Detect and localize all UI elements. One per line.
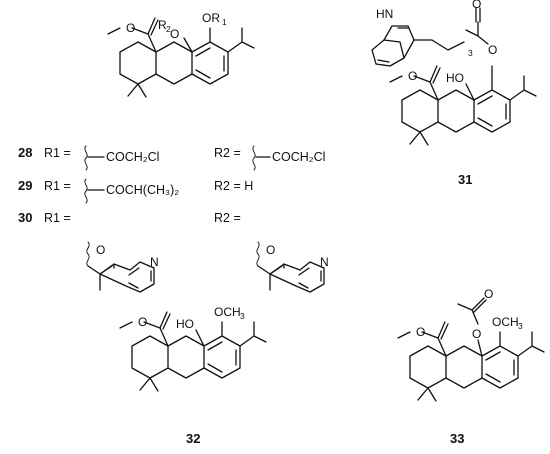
r2-oxygen-label: O — [170, 27, 179, 41]
compound-33-structure: O O OCH 3 O 33 — [397, 287, 545, 446]
methoxy-sub-33: 3 — [518, 321, 523, 331]
r2-label-29: R2 = H — [214, 179, 253, 193]
methoxy-sub-32: 3 — [240, 311, 245, 321]
r2-label-28: R2 = — [214, 146, 241, 160]
ester-carbonyl-oxygen-31: O — [472, 0, 481, 11]
compound-number-32: 32 — [186, 431, 200, 446]
ester-oxygen-31: O — [488, 43, 497, 57]
compound-29-row: 29 R1 = COCH(CH₃)₂ R2 = H — [18, 178, 253, 204]
compound-number-30: 30 — [18, 210, 32, 225]
compound-number-29: 29 — [18, 178, 32, 193]
ester-oxygen-33: O — [416, 325, 425, 339]
r1-label-29: R1 = — [44, 179, 71, 193]
methyl-ester-oxygen-31: O — [408, 69, 417, 83]
methoxy-label-33: OCH — [492, 315, 519, 329]
nicotinoyl-group-r1: O N — [86, 241, 159, 293]
compound-number-33: 33 — [450, 431, 464, 446]
r1-group-29: COCH(CH₃)₂ — [106, 183, 179, 197]
nicotinoyl-group-r2: O N — [256, 241, 329, 293]
r1-label-28: R1 = — [44, 146, 71, 160]
compound-number-28: 28 — [18, 145, 32, 160]
r2-sub: 2 — [166, 24, 171, 34]
r2-group-28: COCH₂Cl — [272, 150, 325, 164]
methoxy-label-32: OCH — [214, 305, 241, 319]
acetate-carbonyl-oxygen-33: O — [484, 287, 493, 301]
compound-32-structure: HO OCH 3 O 32 — [119, 305, 267, 446]
compound-31-structure: HN 3 O O HO O 31 — [371, 0, 537, 187]
r1-sub: 1 — [222, 17, 227, 27]
indole-nh-label: HN — [376, 7, 393, 21]
r1-group-28: COCH₂Cl — [106, 150, 159, 164]
r1-label-30: R1 = — [44, 211, 71, 225]
compound-30-row: 30 R1 = R2 = O N O N — [18, 210, 329, 293]
ester-oxygen-32: O — [138, 315, 147, 329]
r2-label: R — [158, 18, 167, 32]
hydroxyl-label-31: HO — [446, 71, 464, 85]
pyridine-n-r2: N — [320, 255, 329, 269]
r1-oxygen-label: OR — [202, 11, 220, 25]
r2-label-30: R2 = — [214, 211, 241, 225]
acetate-oxygen-33: O — [472, 327, 481, 341]
carbonyl-oxygen-r1: O — [96, 243, 105, 257]
hydroxyl-label-32: HO — [176, 317, 194, 331]
pyridine-n-r1: N — [150, 255, 159, 269]
carbonyl-oxygen-r2: O — [266, 243, 275, 257]
chain-subscript: 3 — [468, 48, 473, 58]
core-structure-28-30: O R 2 OR 1 O — [107, 11, 255, 98]
ester-oxygen-label: O — [126, 21, 135, 35]
compound-28-row: 28 R1 = COCH₂Cl R2 = COCH₂Cl — [18, 145, 325, 171]
compound-number-31: 31 — [458, 172, 472, 187]
